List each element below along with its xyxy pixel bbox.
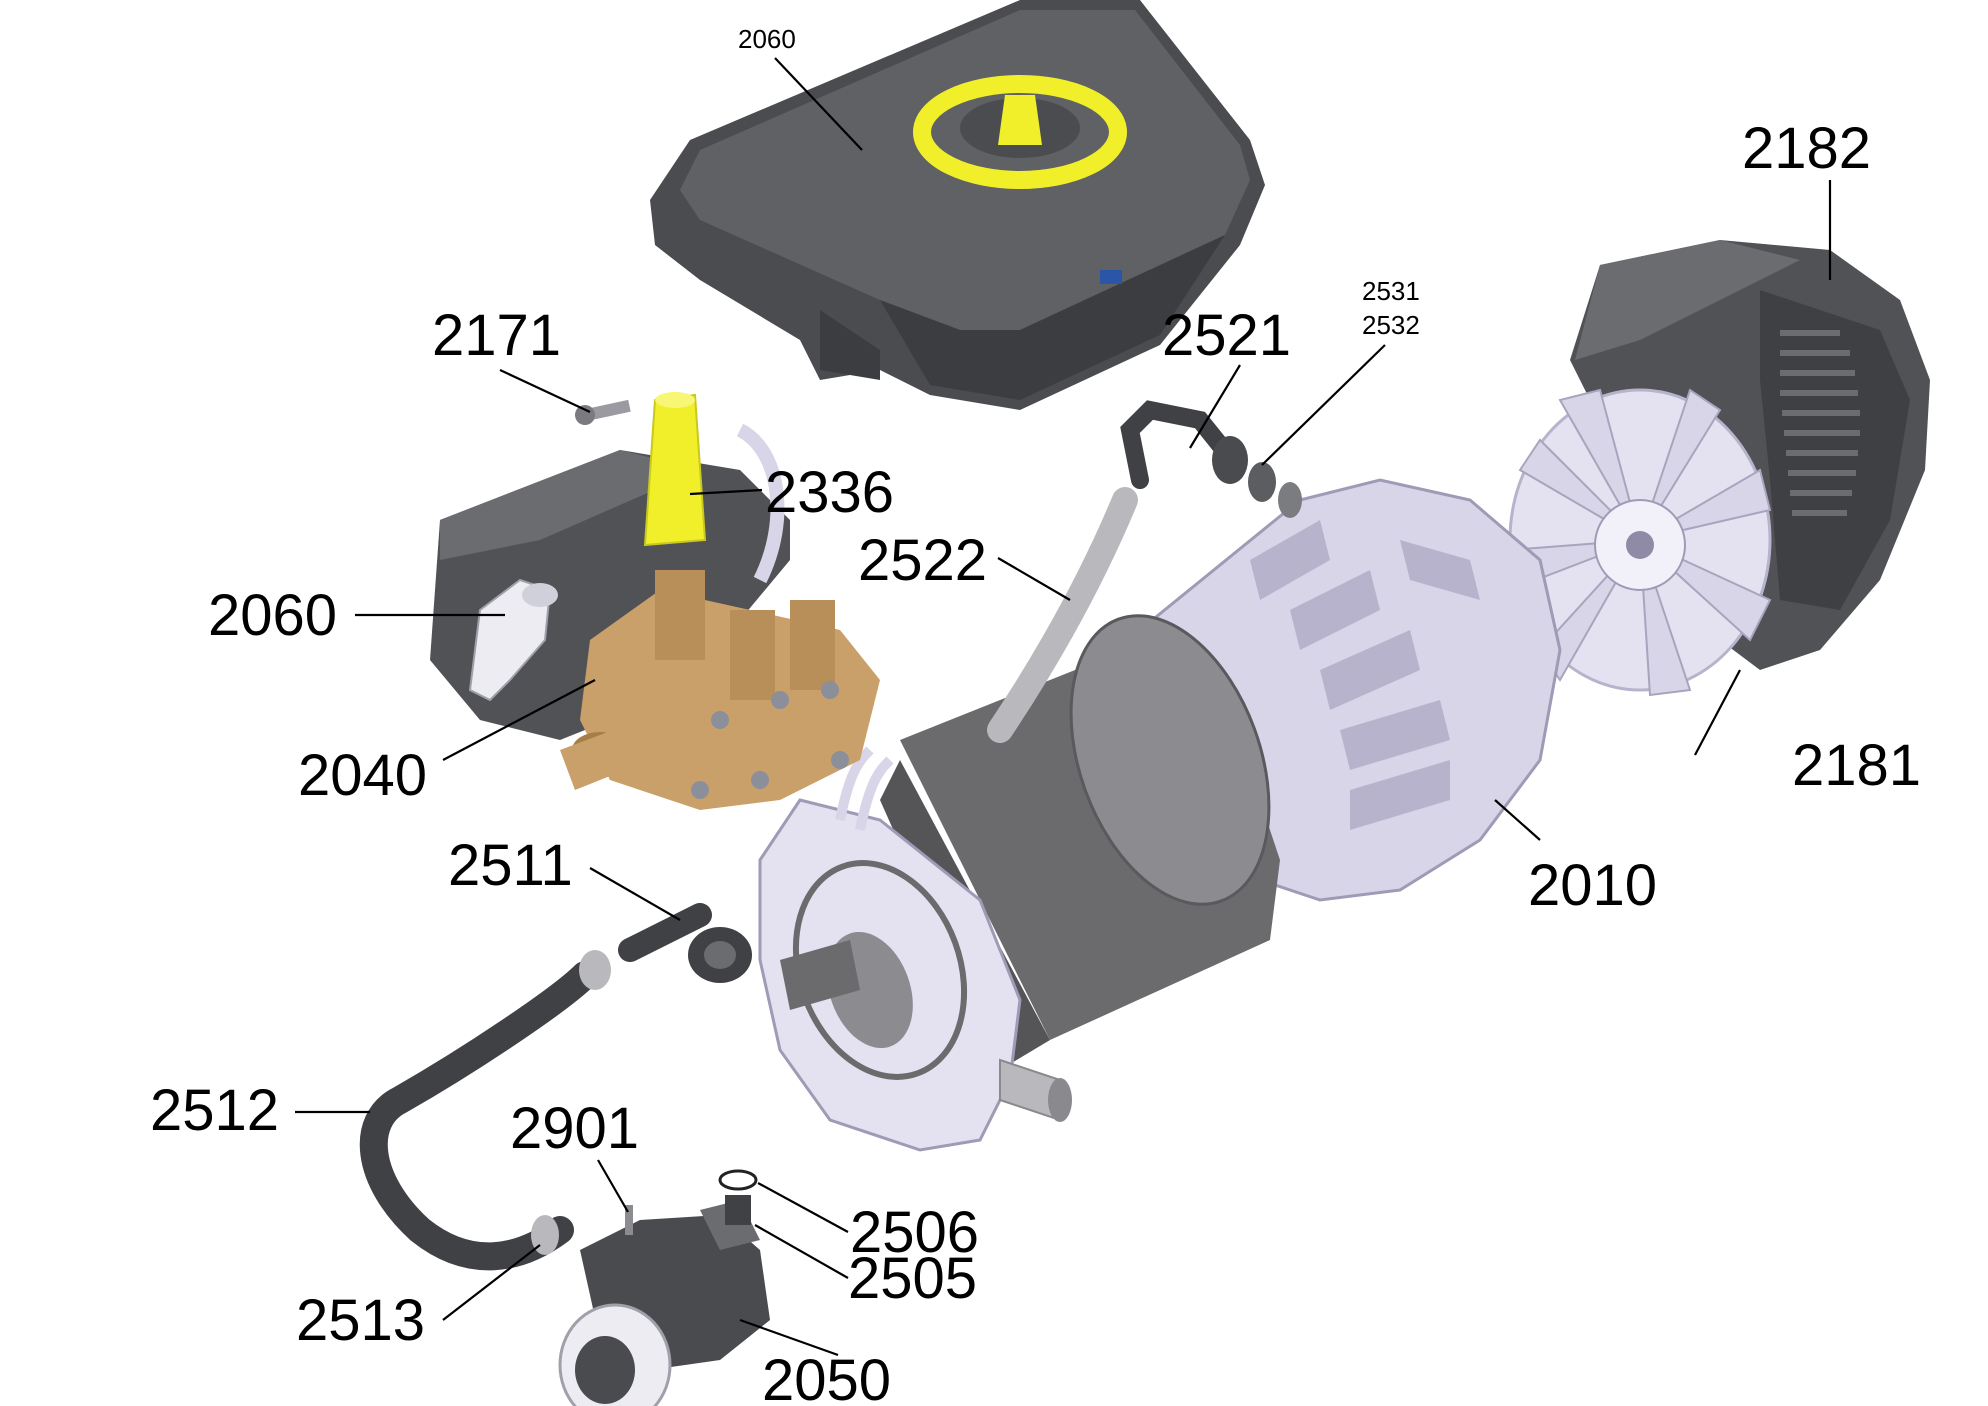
label-return-hose: 2522 xyxy=(858,528,987,593)
unloader-cap xyxy=(643,393,707,547)
label-pump-housing: 2040 xyxy=(298,743,427,808)
label-water-inlet: 2050 xyxy=(762,1348,891,1406)
pump-manifold xyxy=(560,570,880,810)
pump-valve xyxy=(468,578,558,702)
label-control-box-cover: 2060 xyxy=(738,24,796,54)
suction-hose xyxy=(359,961,599,1271)
label-pump-valve: 2060 xyxy=(208,583,337,648)
knob-indicator xyxy=(998,95,1042,145)
label-hose-fitting-lower: 2511 xyxy=(448,833,573,898)
leader-lines xyxy=(295,57,1832,1357)
label-o-ring: 2506 xyxy=(850,1200,979,1265)
bolt xyxy=(575,399,631,425)
label-fan-wheel: 2181 xyxy=(1792,733,1921,798)
label-o-ring-seat: 2505 xyxy=(848,1246,977,1311)
seal-pair xyxy=(1248,462,1302,518)
label-motor: 2010 xyxy=(1528,853,1657,918)
hose-fitting-upper xyxy=(1120,400,1248,489)
label-unloader-cap: 2336 xyxy=(765,460,894,525)
label-sensor-pin: 2901 xyxy=(510,1096,639,1161)
hose-clamp xyxy=(531,1215,559,1255)
label-seal-a: 2531 xyxy=(1362,276,1420,306)
connector-tab xyxy=(1100,270,1122,284)
motor xyxy=(758,478,1562,1152)
knob-ring xyxy=(913,75,1127,189)
label-fan-cover: 2182 xyxy=(1742,116,1871,181)
label-hose-fitting-upper: 2521 xyxy=(1162,303,1291,368)
fan-wheel xyxy=(1508,388,1772,697)
label-seal-b: 2532 xyxy=(1362,310,1420,340)
sensor-pin xyxy=(625,1205,633,1235)
fan-cover xyxy=(1570,240,1930,670)
return-hose xyxy=(987,487,1138,743)
fan-cover-vents xyxy=(1780,330,1860,516)
o-ring xyxy=(718,1169,758,1191)
label-bolt: 2171 xyxy=(432,303,561,368)
water-inlet xyxy=(558,1195,770,1406)
callout-labels: 2060 2182 2171 2521 2531 2532 2336 2522 … xyxy=(150,24,1921,1406)
label-suction-hose: 2512 xyxy=(150,1078,279,1143)
control-box-cover xyxy=(650,0,1265,410)
label-hose-clamp: 2513 xyxy=(296,1288,425,1353)
hose-end-upper xyxy=(579,950,611,990)
hose-fitting-lower xyxy=(618,903,752,983)
